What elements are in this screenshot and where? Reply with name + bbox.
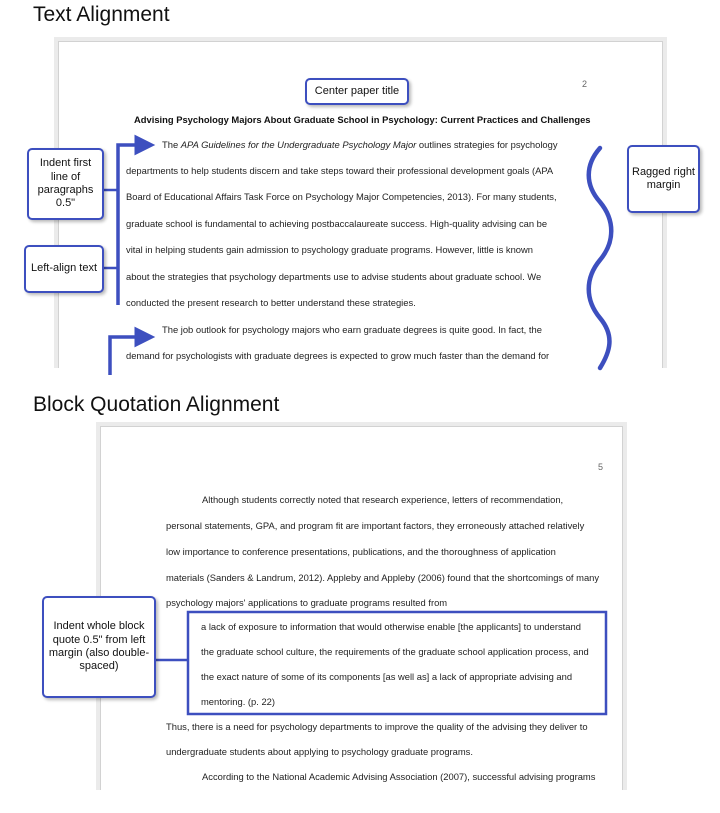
paragraph-2-line-1: The job outlook for psychology majors wh… xyxy=(162,324,542,335)
paper-title: Advising Psychology Majors About Graduat… xyxy=(134,114,591,125)
block-quote-line: a lack of exposure to information that w… xyxy=(201,621,581,632)
paragraph-1-line-5: vital in helping students gain admission… xyxy=(126,244,533,255)
left-align-bracket xyxy=(116,134,156,305)
center-title-callout: Center paper title xyxy=(305,78,409,105)
paragraph-1-line-6: about the strategies that psychology dep… xyxy=(126,271,542,282)
paragraph-1-line-1: The APA Guidelines for the Undergraduate… xyxy=(162,139,558,150)
page-crop xyxy=(0,368,720,390)
paragraph-line: psychology majors' applications to gradu… xyxy=(166,597,448,608)
block-quote-line: the exact nature of some of its componen… xyxy=(201,671,573,682)
paragraph-line: Although students correctly noted that r… xyxy=(202,494,564,505)
guidelines-title-italic: APA Guidelines for the Undergraduate Psy… xyxy=(180,139,417,150)
indent-block-quote-callout: Indent whole block quote 0.5" from left … xyxy=(42,596,156,698)
page-crop xyxy=(0,790,720,813)
block-quote-line: the graduate school culture, the require… xyxy=(201,646,589,657)
ragged-right-squiggle xyxy=(586,145,614,371)
indent-first-line-callout: Indent first line of paragraphs 0.5" xyxy=(27,148,104,220)
paragraph-1-line-7: conducted the present research to better… xyxy=(126,297,416,308)
block-quote-outline xyxy=(186,610,608,716)
paragraph-text: outlines strategies for psychology xyxy=(416,139,558,150)
page-number: 5 xyxy=(598,462,604,472)
paragraph-line: personal statements, GPA, and program fi… xyxy=(166,520,585,531)
paragraph-text: The xyxy=(162,139,181,150)
paragraph-line: low importance to conference presentatio… xyxy=(166,546,556,557)
paragraph-1-line-3: Board of Educational Affairs Task Force … xyxy=(126,191,557,202)
indent-arrow xyxy=(108,326,156,375)
paragraph-line: undergraduate students about applying to… xyxy=(166,746,473,757)
ragged-right-callout: Ragged right margin xyxy=(627,145,700,213)
paragraph-1-line-4: graduate school is fundamental to achiev… xyxy=(126,218,548,229)
paragraph-line: According to the National Academic Advis… xyxy=(202,771,596,782)
page-number: 2 xyxy=(582,79,588,89)
text-alignment-heading: Text Alignment xyxy=(33,3,170,26)
paragraph-1-line-2: departments to help students discern and… xyxy=(126,165,554,176)
paragraph-line: materials (Sanders & Landrum, 2012). App… xyxy=(166,572,600,583)
block-quote-alignment-heading: Block Quotation Alignment xyxy=(33,393,280,416)
block-quote-line: mentoring. (p. 22) xyxy=(201,696,275,707)
paragraph-line: Thus, there is a need for psychology dep… xyxy=(166,721,588,732)
left-align-callout: Left-align text xyxy=(24,245,104,293)
paragraph-2-line-2: demand for psychologists with graduate d… xyxy=(126,350,550,361)
